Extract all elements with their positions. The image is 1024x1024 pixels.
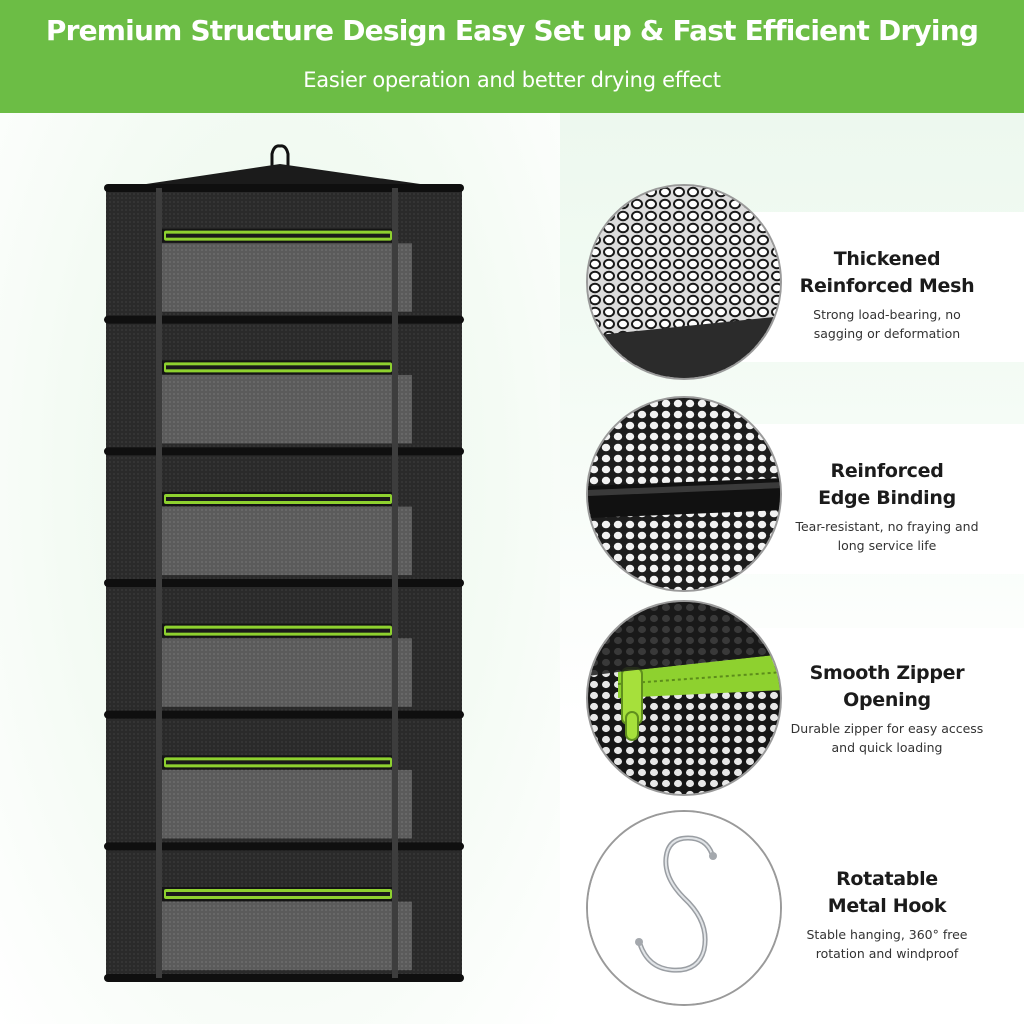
strap-right	[392, 188, 398, 978]
page-subtitle: Easier operation and better drying effec…	[303, 68, 721, 92]
zipper-teeth	[166, 760, 390, 765]
zipper-closeup-icon	[586, 600, 782, 796]
tier-mesh-window	[156, 243, 412, 312]
header-banner: Premium Structure Design Easy Set up & F…	[0, 0, 1024, 113]
tier-mesh-window	[156, 769, 412, 839]
feature-binding: Reinforced Edge Binding Tear-resistant, …	[770, 458, 1004, 555]
bottom-ring	[104, 974, 464, 982]
s-hook-icon	[586, 810, 782, 1006]
strap-left	[156, 188, 162, 978]
feature-title-line2: Opening	[843, 689, 931, 711]
mesh-closeup-icon	[586, 184, 782, 380]
feature-title-line2: Edge Binding	[818, 487, 956, 509]
tier-ring	[104, 447, 464, 456]
edge-binding-closeup-icon	[586, 396, 782, 592]
zipper-teeth	[166, 233, 390, 238]
tier-ring	[104, 315, 464, 324]
feature-hook: Rotatable Metal Hook Stable hanging, 360…	[770, 866, 1004, 963]
feature-desc-line1: Tear-resistant, no fraying and	[795, 519, 979, 534]
zipper-teeth	[166, 365, 390, 370]
page-title: Premium Structure Design Easy Set up & F…	[45, 14, 979, 47]
zipper-teeth	[166, 497, 390, 501]
tier-ring	[104, 710, 464, 719]
tier-mesh-window	[156, 901, 412, 971]
drying-rack-image	[104, 144, 464, 982]
feature-desc-line2: long service life	[837, 538, 937, 553]
feature-title-line1: Rotatable	[836, 868, 938, 890]
feature-zipper: Smooth Zipper Opening Durable zipper for…	[770, 660, 1004, 757]
zipper-teeth	[166, 892, 390, 896]
tier-ring	[104, 842, 464, 851]
feature-title-line1: Smooth Zipper	[809, 662, 965, 684]
zipper-teeth	[166, 628, 390, 633]
feature-title-line1: Thickened	[833, 248, 941, 270]
feature-title-line1: Reinforced	[830, 460, 944, 482]
tier-mesh-window	[156, 638, 412, 707]
feature-title-line2: Reinforced Mesh	[799, 275, 975, 297]
feature-desc-line1: Strong load-bearing, no	[813, 307, 961, 322]
feature-desc-line2: rotation and windproof	[815, 946, 959, 961]
feature-desc-line2: sagging or deformation	[813, 326, 961, 341]
feature-desc-line1: Stable hanging, 360° free	[806, 927, 968, 942]
feature-desc-line1: Durable zipper for easy access	[790, 721, 984, 736]
feature-mesh: Thickened Reinforced Mesh Strong load-be…	[770, 246, 1004, 343]
feature-title-line2: Metal Hook	[827, 895, 947, 917]
tier-ring	[104, 184, 464, 192]
feature-desc-line2: and quick loading	[831, 740, 943, 755]
tier-ring	[104, 579, 464, 587]
tier-mesh-window	[156, 506, 412, 576]
tier-mesh-window	[156, 374, 412, 444]
